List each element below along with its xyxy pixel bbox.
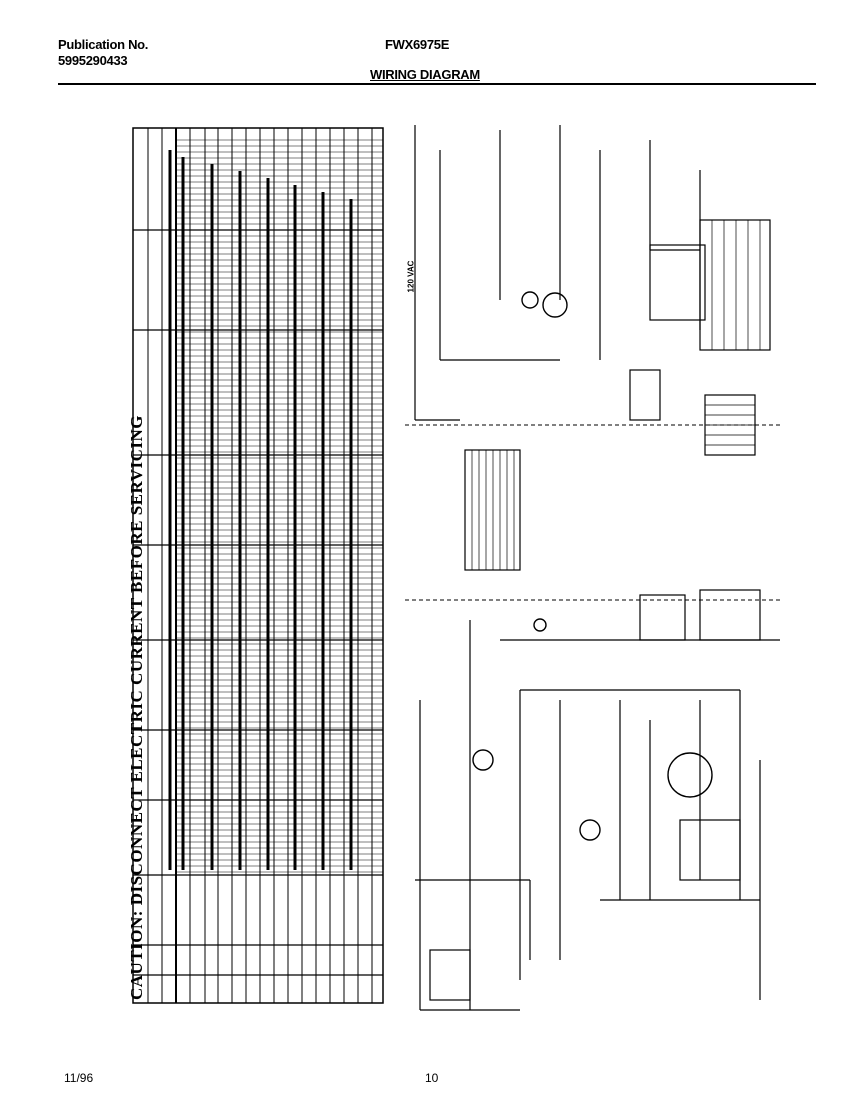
component-box	[699, 589, 761, 641]
component-box	[464, 449, 521, 571]
header-rule	[58, 83, 816, 85]
publication-number: 5995290433	[58, 53, 128, 68]
component-symbol	[579, 819, 601, 841]
component-symbol	[542, 292, 568, 318]
supply-voltage-label: 120 VAC	[406, 260, 416, 293]
publication-label: Publication No.	[58, 37, 149, 52]
component-box	[629, 369, 661, 421]
component-box	[429, 949, 471, 1001]
component-symbol	[533, 618, 547, 632]
component-box	[649, 244, 706, 321]
component-symbol	[521, 291, 539, 309]
caution-text: CAUTION: DISCONNECT ELECTRIC CURRENT BEF…	[127, 415, 146, 1000]
component-box	[639, 594, 686, 641]
component-symbol	[472, 749, 494, 771]
footer-date: 11/96	[64, 1071, 94, 1085]
component-box	[679, 819, 741, 881]
model-number: FWX6975E	[385, 37, 450, 52]
component-symbol	[667, 752, 713, 798]
page-number: 10	[425, 1071, 439, 1085]
component-box	[699, 219, 771, 351]
page-title: WIRING DIAGRAM	[370, 67, 480, 82]
